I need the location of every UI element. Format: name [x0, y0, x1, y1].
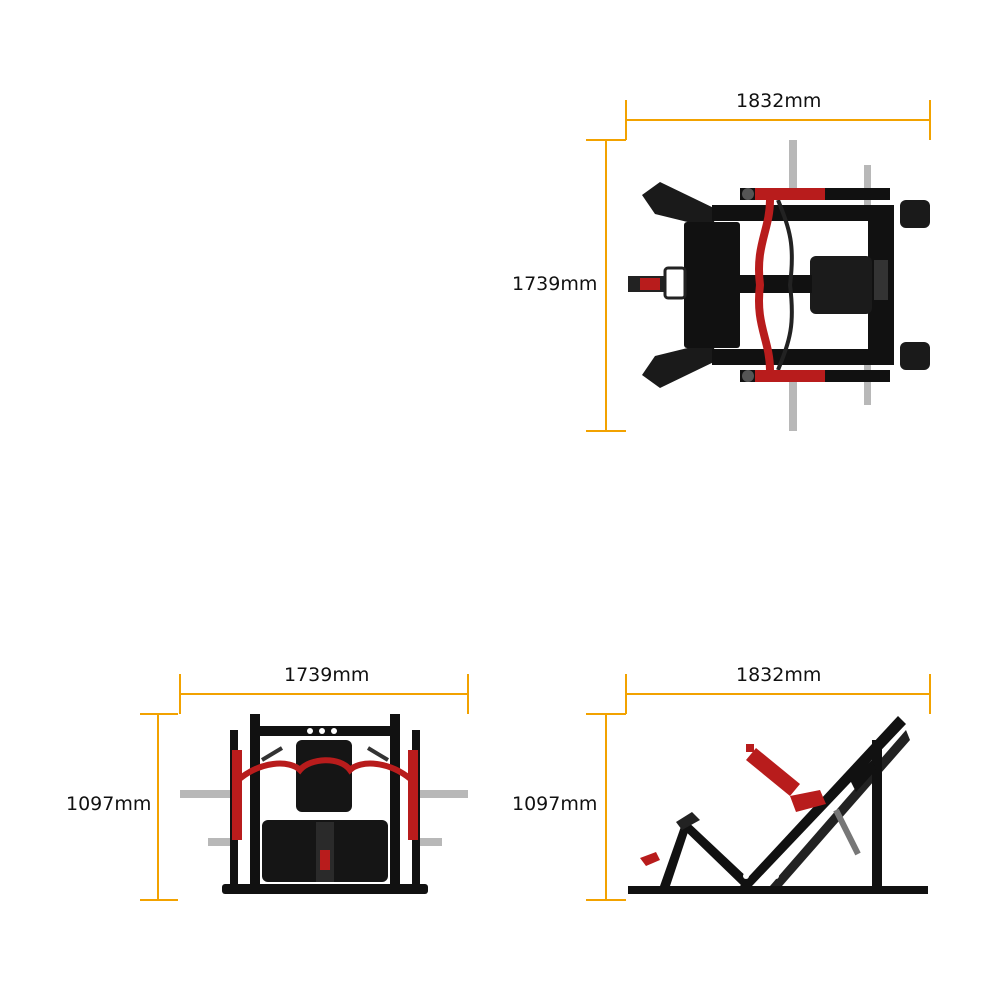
machine-side-view [628, 716, 928, 894]
side-height-label: 1097mm [512, 793, 598, 815]
top-width-dimension [625, 100, 931, 140]
front-width-label: 1739mm [284, 664, 370, 686]
side-height-dimension [586, 713, 626, 901]
top-depth-dimension [586, 139, 626, 432]
top-depth-label: 1739mm [512, 273, 598, 295]
side-width-label: 1832mm [736, 664, 822, 686]
side-width-dimension [625, 674, 931, 714]
top-width-label: 1832mm [736, 90, 822, 112]
front-height-label: 1097mm [66, 793, 152, 815]
machine-top-view [628, 140, 930, 431]
front-height-dimension [140, 713, 178, 901]
front-width-dimension [179, 674, 469, 714]
machine-front-view [180, 714, 468, 894]
